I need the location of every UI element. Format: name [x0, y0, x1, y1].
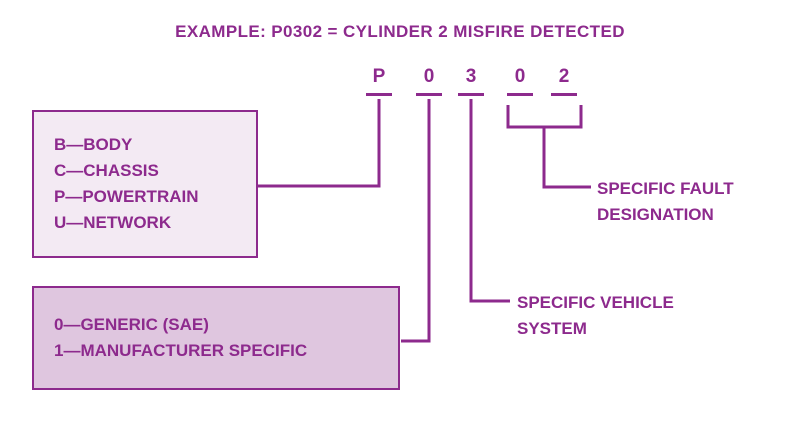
- specific-fault-line1: SPECIFIC FAULT: [597, 179, 734, 198]
- connector-system-letter-line: [258, 99, 381, 188]
- code-char-system-letter: P: [366, 66, 392, 96]
- code-type-box: 0—GENERIC (SAE) 1—MANUFACTURER SPECIFIC: [32, 286, 400, 390]
- specific-vehicle-line1: SPECIFIC VEHICLE: [517, 293, 674, 312]
- connector-code-type-line: [401, 99, 431, 343]
- diagram-title: EXAMPLE: P0302 = CYLINDER 2 MISFIRE DETE…: [175, 22, 625, 41]
- code-char-fault-1: 0: [507, 66, 533, 96]
- specific-vehicle-line2: SYSTEM: [517, 319, 587, 338]
- system-letter-body: B—BODY: [54, 135, 133, 154]
- code-char-vehicle-system: 3: [458, 66, 484, 96]
- code-type-generic: 0—GENERIC (SAE): [54, 315, 209, 334]
- specific-fault-line2: DESIGNATION: [597, 205, 714, 224]
- specific-fault-label: SPECIFIC FAULT DESIGNATION: [597, 176, 734, 228]
- system-letter-chassis: C—CHASSIS: [54, 161, 159, 180]
- system-letter-box: B—BODY C—CHASSIS P—POWERTRAIN U—NETWORK: [32, 110, 258, 258]
- connector-vehicle-system-line: [469, 99, 510, 303]
- code-char-fault-2: 2: [551, 66, 577, 96]
- fault-digits-bracket: [506, 105, 583, 129]
- specific-vehicle-label: SPECIFIC VEHICLE SYSTEM: [517, 290, 674, 342]
- system-letter-powertrain: P—POWERTRAIN: [54, 187, 199, 206]
- system-letter-network: U—NETWORK: [54, 213, 172, 232]
- code-char-code-type: 0: [416, 66, 442, 96]
- code-type-manufacturer: 1—MANUFACTURER SPECIFIC: [54, 341, 308, 360]
- connector-fault-designation-line: [542, 127, 591, 189]
